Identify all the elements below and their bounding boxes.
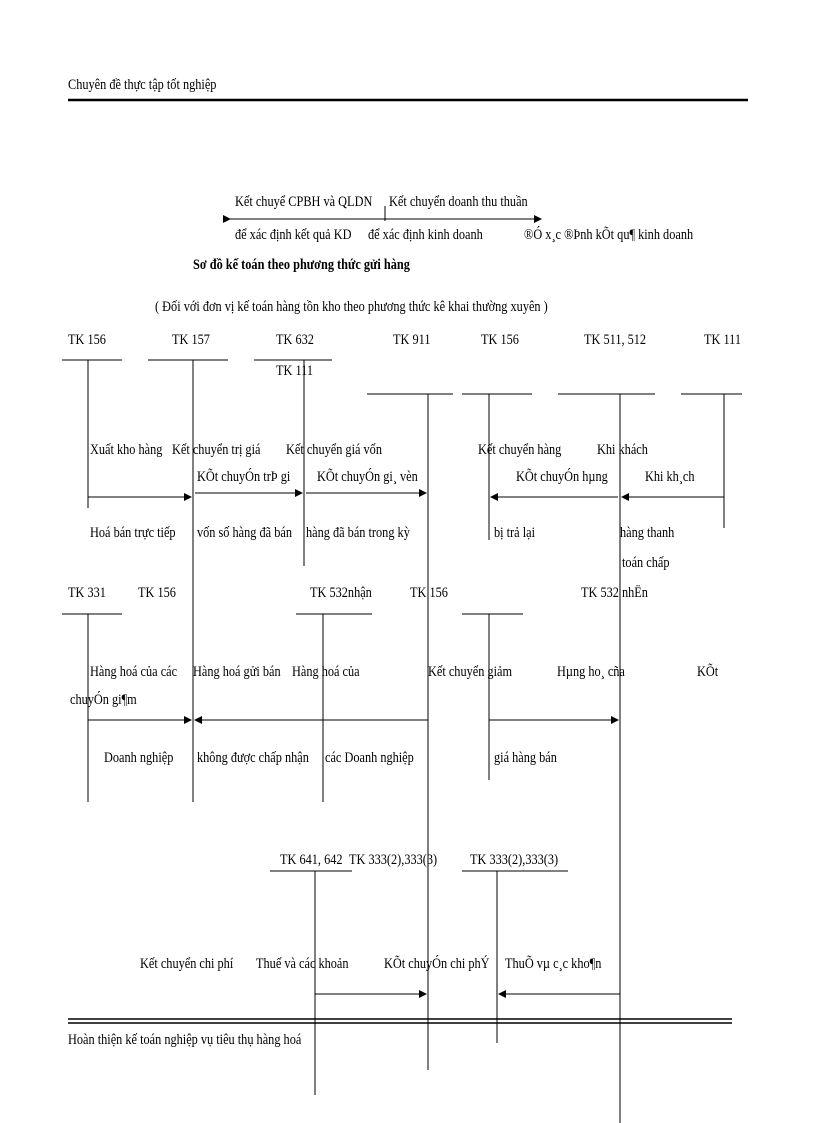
account-tk156-c: TK 156	[138, 585, 176, 601]
account-tk111-b: TK 111	[704, 332, 742, 348]
label-khong-duoc-chap-nhan: không được chấp nhận	[197, 750, 309, 766]
label-hang-hoa-gui-ban: Hàng hoá gửi bán	[193, 664, 281, 680]
label-ket-chuyen-gia-von: Kết chuyển giá vốn	[286, 442, 382, 458]
account-tk156-a: TK 156	[68, 332, 106, 348]
label-ket-legacy: KÕt	[697, 664, 719, 680]
top-label-revenue: Kết chuyển doanh thu thuần	[389, 194, 528, 210]
account-tk532-b: TK 532 nhËn	[581, 585, 648, 601]
account-tk156-b: TK 156	[481, 332, 519, 348]
label-kc-gia-von-legacy: KÕt chuyÓn gi¸ vèn	[317, 469, 418, 485]
account-tk157: TK 157	[172, 332, 210, 348]
label-von-so-hang: vốn số hàng đã bán	[197, 525, 292, 541]
top-sub-1: để xác định kết quả KD	[235, 227, 352, 243]
label-cac-doanh-nghiep: các Doanh nghiệp	[325, 750, 414, 766]
label-hoa-ban-truc-tiep: Hoá bán trực tiếp	[90, 525, 176, 541]
account-tk333-a: TK 333(2),333(3)	[349, 852, 438, 868]
label-hang-thanh: hàng thanh	[620, 525, 675, 541]
label-hang-hoa-cua: Hàng hoá của	[292, 664, 360, 680]
account-tk111-a: TK 111	[276, 363, 314, 379]
account-tk641: TK 641, 642	[280, 852, 343, 868]
label-doanh-nghiep: Doanh nghiệp	[104, 750, 174, 766]
label-hang-hoa-cua-legacy: Hµng ho¸ cña	[557, 664, 625, 680]
top-label-cpbh: Kết chuyể CPBH và QLDN	[235, 194, 373, 210]
account-tk156-d: TK 156	[410, 585, 448, 601]
label-khi-khach-legacy: Khi kh¸ch	[645, 469, 695, 485]
top-sub-3: ®Ó x¸c ®Þnh kÕt qu¶ kinh doanh	[524, 227, 694, 243]
label-kc-chi-phi-legacy: KÕt chuyÓn chi phÝ	[384, 956, 490, 972]
label-kc-hang-legacy: KÕt chuyÓn hµng	[516, 469, 608, 485]
page-footer-title: Hoàn thiện kế toán nghiệp vụ tiêu thụ hà…	[68, 1032, 302, 1048]
page-header-title: Chuyên đề thực tập tốt nghiệp	[68, 77, 217, 93]
label-xuat-kho: Xuất kho hàng	[90, 442, 163, 458]
label-ket-chuyen-hang: Kết chuyển hàng	[478, 442, 562, 458]
account-tk632: TK 632	[276, 332, 314, 348]
account-tk333-b: TK 333(2),333(3)	[470, 852, 559, 868]
label-hang-da-ban: hàng đã bán trong kỳ	[306, 525, 410, 541]
label-gia-hang-ban: giá hàng bán	[494, 750, 557, 766]
label-bi-tra-lai: bị trả lại	[494, 525, 535, 541]
label-chuyen-giam-legacy: chuyÓn gi¶m	[70, 692, 137, 708]
label-ket-chuyen-tri-gia: Kết chuyển trị giá	[172, 442, 261, 458]
diagram-subtitle: ( Đối với đơn vị kế toán hàng tồn kho th…	[155, 299, 548, 315]
account-tk331: TK 331	[68, 585, 106, 601]
label-thue-legacy: ThuÕ vµ c¸c kho¶n	[505, 956, 602, 972]
account-tk911: TK 911	[393, 332, 431, 348]
label-thue-va-cac-khoan: Thuế và các khoản	[256, 956, 349, 972]
top-sub-2: để xác định kinh doanh	[368, 227, 483, 243]
label-kc-tri-gia-legacy: KÕt chuyÓn trÞ gi	[197, 469, 291, 485]
diagram-title: Sơ đồ kế toán theo phương thức gửi hàng	[193, 257, 410, 273]
account-tk511: TK 511, 512	[584, 332, 647, 348]
label-kc-giam: Kết chuyển giảm	[428, 664, 513, 680]
label-kc-chi-phi: Kết chuyển chi phí	[140, 956, 234, 972]
label-toan-chap: toán chấp	[622, 555, 670, 571]
account-tk532-a: TK 532nhận	[310, 585, 372, 601]
label-khi-khach: Khi khách	[597, 442, 648, 458]
label-hang-hoa-cua-cac: Hàng hoá của các	[90, 664, 178, 680]
